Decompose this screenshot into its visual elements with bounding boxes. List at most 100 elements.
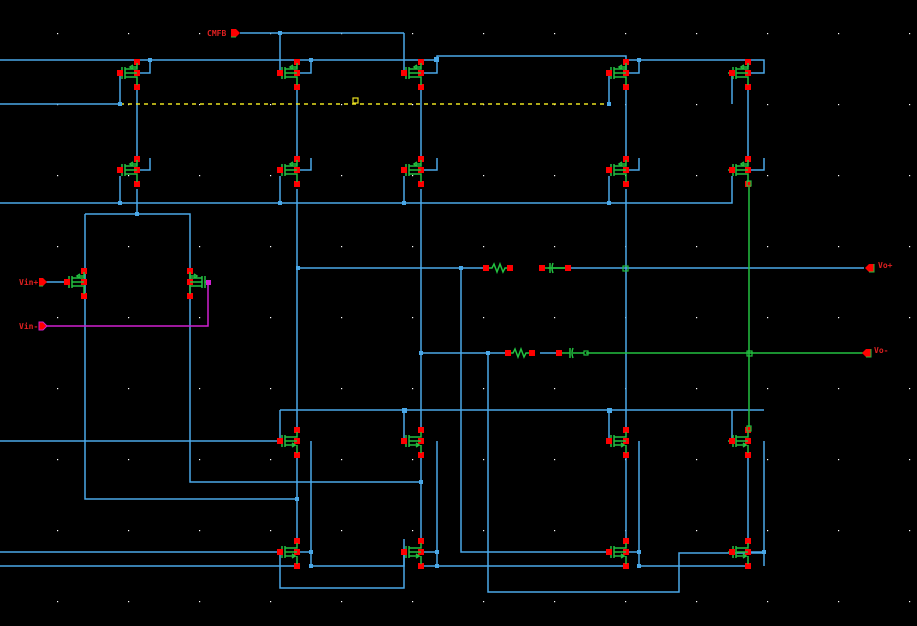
grid-dot bbox=[554, 388, 556, 390]
grid-dot bbox=[270, 530, 272, 532]
grid-dot bbox=[57, 601, 59, 603]
grid-dot bbox=[483, 33, 485, 35]
pin-label-vo-minus: Vo- bbox=[874, 346, 888, 355]
grid-dot bbox=[57, 530, 59, 532]
grid-dot bbox=[767, 388, 769, 390]
grid-dot bbox=[128, 175, 130, 177]
grid-dot bbox=[199, 530, 201, 532]
grid-dot bbox=[412, 33, 414, 35]
grid-dot bbox=[625, 601, 627, 603]
wires bbox=[0, 32, 864, 593]
grid-dot bbox=[767, 459, 769, 461]
grid-dot bbox=[199, 104, 201, 106]
grid-dot bbox=[128, 459, 130, 461]
grid-dot bbox=[128, 317, 130, 319]
grid-dot bbox=[412, 246, 414, 248]
grid-dot bbox=[483, 175, 485, 177]
pin-vo-minus[interactable]: Vo- bbox=[862, 346, 888, 358]
grid-dot bbox=[412, 317, 414, 319]
grid-dot bbox=[838, 104, 840, 106]
grid-dot bbox=[341, 601, 343, 603]
grid-dot bbox=[412, 530, 414, 532]
grid-dot bbox=[57, 459, 59, 461]
grid-dot bbox=[57, 388, 59, 390]
pin-label-vin-plus: Vin+ bbox=[19, 277, 38, 287]
grid-dot bbox=[838, 388, 840, 390]
grid-dot bbox=[412, 104, 414, 106]
grid-dot bbox=[341, 246, 343, 248]
grid-dot bbox=[199, 175, 201, 177]
grid-dot bbox=[696, 33, 698, 35]
junctions bbox=[118, 31, 766, 568]
grid-dot bbox=[483, 601, 485, 603]
grid-dot bbox=[199, 388, 201, 390]
grid-dot bbox=[341, 459, 343, 461]
grid-dot bbox=[341, 530, 343, 532]
pin-label-vo-plus: Vo+ bbox=[878, 261, 893, 270]
grid-dot bbox=[767, 33, 769, 35]
resistor-1 bbox=[489, 261, 508, 275]
grid-dot bbox=[696, 104, 698, 106]
grid-dot bbox=[767, 601, 769, 603]
grid-dot bbox=[767, 104, 769, 106]
grid-dot bbox=[696, 530, 698, 532]
grid-dot bbox=[128, 530, 130, 532]
grid-dot bbox=[57, 246, 59, 248]
grid-dot bbox=[767, 530, 769, 532]
grid-dot bbox=[341, 104, 343, 106]
capacitor-2 bbox=[562, 347, 584, 359]
grid-dot bbox=[412, 459, 414, 461]
pin-vin-plus[interactable]: Vin+ bbox=[19, 277, 47, 287]
grid-dot bbox=[554, 459, 556, 461]
grid-dot bbox=[199, 601, 201, 603]
grid-dot bbox=[909, 601, 911, 603]
grid-dot bbox=[483, 530, 485, 532]
grid-dot bbox=[341, 317, 343, 319]
grid-dot bbox=[341, 388, 343, 390]
grid-dot bbox=[838, 601, 840, 603]
pin-label-cmfb: CMFB bbox=[207, 29, 226, 38]
grid-dot bbox=[199, 459, 201, 461]
resistor-2 bbox=[511, 346, 529, 360]
vin-minus-net[interactable] bbox=[45, 282, 209, 327]
pin-vo-plus[interactable]: Vo+ bbox=[865, 261, 893, 273]
gate-pins bbox=[64, 70, 735, 555]
grid-dot bbox=[57, 33, 59, 35]
pin-vin-minus[interactable]: Vin- bbox=[19, 321, 48, 331]
grid-dot bbox=[270, 459, 272, 461]
grid-dot bbox=[412, 388, 414, 390]
grid-dot bbox=[270, 317, 272, 319]
grid-dot bbox=[57, 317, 59, 319]
grid-dot bbox=[838, 459, 840, 461]
grid-dot bbox=[696, 459, 698, 461]
pin-label-vin-minus: Vin- bbox=[19, 321, 38, 331]
grid-dot bbox=[696, 388, 698, 390]
passives bbox=[483, 261, 589, 360]
grid-dot bbox=[838, 33, 840, 35]
grid-dot bbox=[270, 246, 272, 248]
grid-dot bbox=[412, 175, 414, 177]
grid-dot bbox=[838, 246, 840, 248]
grid-dot bbox=[696, 601, 698, 603]
grid-dot bbox=[483, 459, 485, 461]
grid-dot bbox=[270, 601, 272, 603]
grid-dot bbox=[909, 104, 911, 106]
grid-dot bbox=[483, 246, 485, 248]
grid-dot bbox=[909, 459, 911, 461]
grid-dot bbox=[483, 388, 485, 390]
grid-dot bbox=[554, 530, 556, 532]
green-wires bbox=[548, 186, 864, 430]
grid-dot bbox=[412, 601, 414, 603]
grid-dot bbox=[767, 317, 769, 319]
selection-handle[interactable] bbox=[352, 97, 359, 104]
grid-dot bbox=[909, 388, 911, 390]
pin-cmfb[interactable]: CMFB bbox=[207, 29, 240, 38]
grid-dot bbox=[199, 317, 201, 319]
grid-dot bbox=[909, 33, 911, 35]
grid-dot bbox=[696, 175, 698, 177]
grid-dot bbox=[270, 104, 272, 106]
grid-dot bbox=[838, 317, 840, 319]
grid-dot bbox=[696, 317, 698, 319]
grid-dot bbox=[909, 530, 911, 532]
